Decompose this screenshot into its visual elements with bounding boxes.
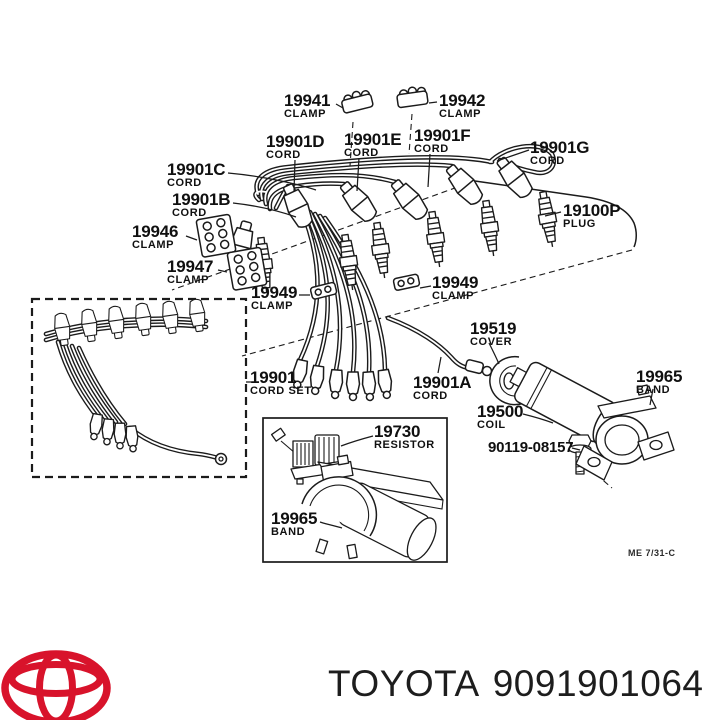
label-19949-clamp-left: 19949 CLAMP: [251, 284, 297, 312]
clamp-19946-drawing: [195, 213, 237, 259]
label-19946-clamp: 19946 CLAMP: [132, 223, 178, 251]
part-number: 19947: [167, 257, 214, 276]
part-number: 19519: [470, 319, 517, 338]
part-number: 19901B: [172, 190, 231, 209]
part-number: 19946: [132, 222, 179, 241]
footer-brand-line: TOYOTA 9091901064: [328, 663, 704, 705]
label-19949-clamp-right: 19949 CLAMP: [432, 274, 478, 302]
part-name: CORD: [530, 154, 565, 167]
part-name: CLAMP: [132, 238, 175, 251]
part-name: CORD: [413, 389, 448, 402]
part-number: 19901C: [167, 160, 226, 179]
part-name: CLAMP: [284, 107, 327, 120]
band-right-drawing: [575, 384, 675, 481]
plate-code: ME 7/31-C: [628, 548, 676, 558]
part-number: 19949: [251, 283, 298, 302]
label-19942-clamp: 19942 CLAMP: [439, 92, 485, 120]
part-name: PLUG: [563, 217, 596, 230]
part-number: 19901E: [344, 130, 402, 149]
label-19901f-cord: 19901F CORD: [414, 126, 471, 155]
part-number: 19901: [250, 368, 297, 387]
part-name: COVER: [470, 335, 513, 348]
part-name: BAND: [271, 525, 306, 538]
label-19901e-cord: 19901E CORD: [344, 130, 402, 159]
part-number: 19901G: [530, 138, 590, 157]
label-19965-band-right: 19965 BAND: [636, 368, 682, 396]
part-name: COIL: [477, 418, 506, 431]
label-19941-clamp: 19941 CLAMP: [284, 92, 330, 120]
label-19519-cover: 19519 COVER: [470, 320, 516, 348]
label-19100p-plug: 19100P PLUG: [563, 201, 621, 230]
label-19901d-cord: 19901D CORD: [266, 132, 325, 161]
clamp-19942-drawing: [395, 84, 429, 155]
clamp-19941-drawing: [339, 87, 375, 167]
label-90119-08157-bolt: 90119-08157: [488, 439, 574, 456]
label-19901a-cord: 19901A CORD: [413, 373, 472, 402]
part-name: CLAMP: [167, 273, 210, 286]
clamp-19949-right-drawing: [392, 273, 421, 292]
part-number: 19901D: [266, 132, 325, 151]
label-19901b-cord: 19901B CORD: [172, 190, 231, 219]
clamp-19949-left-drawing: [309, 281, 338, 301]
part-number: 90119-08157: [488, 439, 574, 456]
part-name: CORD: [172, 206, 207, 219]
part-number: 19730: [374, 422, 421, 441]
part-number: 19942: [439, 91, 486, 110]
part-name: CORD SET: [250, 384, 312, 397]
part-number: 19500: [477, 402, 524, 421]
label-19901c-cord: 19901C CORD: [167, 160, 226, 189]
resistor-band-solid-box: [262, 417, 448, 563]
label-19500-coil: 19500 COIL: [477, 403, 523, 431]
label-19901-cord-set: 19901 CORD SET: [250, 369, 312, 397]
part-name: RESISTOR: [374, 438, 435, 451]
catalog-part-number: 9091901064: [492, 663, 704, 704]
part-name: CLAMP: [251, 299, 294, 312]
part-number: 19901F: [414, 126, 471, 145]
label-19947-clamp: 19947 CLAMP: [167, 258, 213, 286]
part-name: CORD: [414, 142, 449, 155]
label-19965-band-box: 19965 BAND: [271, 510, 317, 538]
coil-cord-terminal: [464, 359, 493, 377]
toyota-logo-icon: [1, 650, 111, 720]
part-name: CORD: [344, 146, 379, 159]
leader-lines: [185, 101, 654, 529]
part-number: 19901A: [413, 373, 472, 392]
label-19730-resistor: 19730 RESISTOR: [374, 423, 435, 451]
part-number: 19965: [271, 509, 318, 528]
cord-set-drawing: [52, 297, 228, 466]
part-name: CORD: [167, 176, 202, 189]
part-name: CORD: [266, 148, 301, 161]
cord-set-dashed-box: [30, 297, 248, 479]
part-number: 19949: [432, 273, 479, 292]
part-number: 19100P: [563, 201, 621, 220]
part-name: CLAMP: [439, 107, 482, 120]
part-number: 19941: [284, 91, 331, 110]
brand-text: TOYOTA: [328, 663, 480, 704]
part-name: BAND: [636, 383, 671, 396]
band-in-box-drawing: [301, 454, 437, 561]
part-number: 19965: [636, 367, 683, 386]
part-name: CLAMP: [432, 289, 475, 302]
label-19901g-cord: 19901G CORD: [530, 139, 589, 167]
